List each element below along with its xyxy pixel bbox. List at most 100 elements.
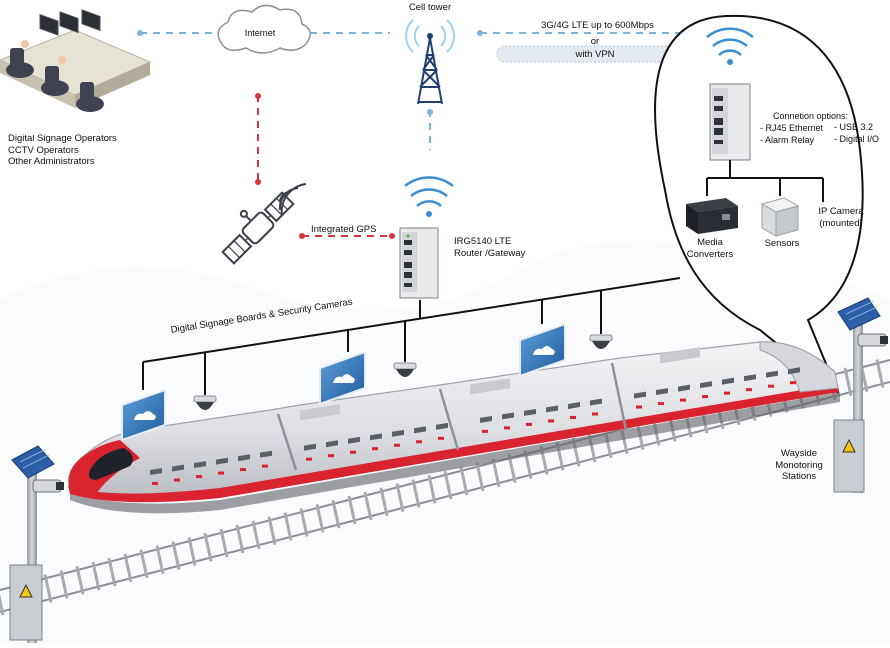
rail-sleeper [875, 359, 885, 388]
rail-sleeper [491, 458, 501, 488]
train-accent [746, 388, 752, 392]
train-accent [438, 436, 444, 440]
train-accent [548, 419, 554, 423]
option-digital-io: - Digital I/O [834, 134, 880, 144]
train-accent [790, 381, 796, 385]
train-accent [416, 440, 422, 444]
rail-sleeper [347, 495, 357, 525]
train-accent [306, 457, 312, 461]
train-accent [680, 398, 686, 402]
callout-router-device [709, 83, 751, 161]
rail-sleeper [843, 367, 853, 397]
callout-title: Connetion options: [773, 111, 849, 121]
gps-link-dot-right [389, 233, 395, 239]
satellite-signal-icon [278, 183, 307, 217]
link-speed-label: 3G/4G LTE up to 600Mbps [541, 20, 654, 31]
rail-sleeper [475, 462, 485, 492]
media-converter-icon [686, 198, 738, 234]
rail-sleeper [235, 524, 245, 554]
rail-sleeper [379, 487, 389, 517]
train-window [656, 388, 668, 396]
gps-link-dot-top [255, 93, 261, 99]
wayside-label: Wayside Monotoring Stations [768, 448, 830, 483]
dome-camera-2 [393, 362, 417, 377]
router-wifi-icon [404, 176, 454, 207]
train-window [414, 426, 426, 434]
rail-sleeper [91, 561, 101, 591]
train-window [568, 402, 580, 409]
train-accent [372, 447, 378, 451]
rail-sleeper [251, 520, 261, 550]
train-window [326, 440, 338, 448]
operators-line-1: Digital Signage Operators [8, 133, 117, 144]
train-accent [350, 450, 356, 454]
link-dot-1 [137, 30, 143, 36]
train-window [194, 461, 206, 469]
train-window [216, 457, 228, 465]
link-vpn-label: with VPN [575, 49, 615, 60]
train-accent [262, 464, 268, 468]
train-window [524, 409, 536, 416]
rail-sleeper [59, 570, 69, 599]
option-usb: - USB 3.2 [834, 122, 874, 132]
train-window [436, 422, 448, 430]
train-accent [152, 482, 158, 485]
train-window [392, 429, 404, 437]
operators-desk-illustration [0, 9, 152, 112]
train-accent [394, 443, 400, 447]
train-window [634, 391, 646, 399]
wayside-line-3: Stations [781, 471, 817, 482]
rail-sleeper [75, 566, 85, 595]
train-window [678, 384, 690, 392]
ip-camera-line-1: IP Camera [818, 206, 864, 217]
high-speed-train [68, 341, 840, 514]
train-accent [174, 478, 180, 482]
gps-link-dot-left [299, 233, 305, 239]
rail-sleeper [315, 503, 325, 533]
callout-wifi-icon [706, 27, 754, 56]
train-accent [240, 468, 246, 472]
rail-sleeper [267, 516, 277, 546]
operators-label: Digital Signage Operators CCTV Operators… [8, 133, 117, 168]
rail-sleeper [395, 483, 405, 512]
rail-sleeper [363, 491, 373, 521]
rail-sleeper [187, 537, 197, 566]
train-accent [592, 412, 598, 416]
train-accent [702, 395, 708, 399]
callout-branch-lines [706, 160, 824, 202]
internet-cloud [217, 4, 311, 54]
train-window [238, 454, 250, 462]
rail-sleeper [219, 528, 229, 558]
cell-tower-icon [405, 19, 455, 105]
signage-screen-3 [519, 322, 566, 378]
link-dot-4 [427, 109, 433, 115]
option-alarm-relay: - Alarm Relay [760, 135, 815, 145]
train-accent [526, 422, 532, 426]
link-dot-2 [477, 30, 483, 36]
train-accent [658, 402, 664, 406]
rail-sleeper [459, 466, 469, 496]
train-window [370, 433, 382, 441]
signage-camera-bus [142, 277, 681, 395]
train-window [766, 370, 778, 378]
router-label: IRG5140 LTE Router /Gateway [454, 236, 525, 259]
rail-sleeper [299, 508, 309, 537]
wayside-line-1: Wayside [780, 448, 818, 459]
sensors-icon [760, 197, 800, 237]
irg5140-router-device [399, 227, 439, 299]
train-accent [504, 426, 510, 430]
operators-line-2: CCTV Operators [8, 144, 79, 156]
rail-sleeper [107, 557, 117, 587]
train-accent [636, 405, 642, 409]
ip-camera-line-2: (mounted) [819, 217, 863, 229]
train-window [172, 464, 184, 472]
train-window [590, 398, 602, 406]
rail-sleeper [331, 499, 341, 529]
rail-sleeper [427, 475, 437, 504]
train-window [150, 468, 162, 475]
rail-sleeper [123, 553, 133, 583]
train-window [260, 450, 272, 458]
router-line-1: IRG5140 LTE [454, 236, 512, 247]
gps-link-dot-bottom [255, 179, 261, 185]
rail-sleeper [0, 593, 5, 616]
